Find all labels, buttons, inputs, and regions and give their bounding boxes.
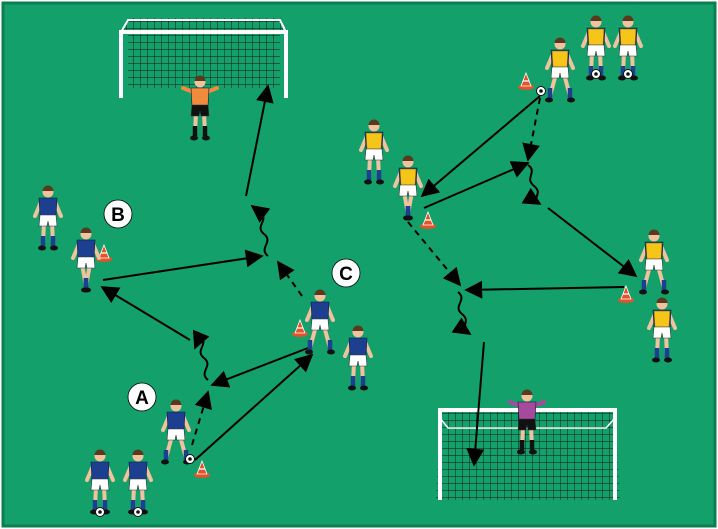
dribble-lines [192, 164, 542, 381]
run-arrow [191, 390, 212, 446]
ball-icon [133, 507, 143, 517]
goal-net-icon [436, 410, 620, 500]
goalkeeper-icon [508, 389, 546, 455]
player-icon [71, 227, 101, 293]
dribble-arrow [521, 164, 542, 205]
player-icon [305, 289, 335, 355]
ball-icon [185, 454, 195, 464]
player-icon [639, 229, 669, 295]
player-icon [123, 449, 153, 515]
goalkeeper-icon [181, 75, 219, 141]
marker-b: B [103, 199, 133, 229]
player-icon [359, 119, 389, 185]
players [33, 15, 677, 517]
pass-arrow [420, 95, 541, 198]
marker-c: C [331, 258, 361, 288]
pass-arrow [102, 249, 264, 281]
pass-arrow [210, 347, 309, 388]
player-icon [581, 15, 611, 81]
dribble-arrow [250, 204, 271, 257]
player-icon [85, 449, 115, 515]
player-icon [613, 15, 643, 81]
pass-arrow [466, 341, 485, 467]
ball-icon [591, 69, 601, 79]
player-icon [545, 37, 575, 103]
dribble-arrow [451, 291, 472, 335]
goal-icon [119, 30, 288, 98]
top-goal [119, 18, 288, 98]
dribble-arrow [192, 329, 210, 381]
pass-arrow [100, 286, 191, 341]
marker-c-label: C [339, 264, 353, 285]
pass-arrow [194, 353, 314, 461]
cone-icon [420, 210, 436, 229]
cone-icon [518, 71, 534, 90]
pass-arrow [245, 84, 274, 197]
cone-icon [194, 459, 210, 478]
pass-arrow [464, 280, 625, 299]
ball-icon [536, 86, 546, 96]
marker-a-label: A [135, 388, 149, 409]
cone-icon [292, 318, 308, 337]
run-arrow [276, 260, 303, 297]
run-arrow [407, 221, 462, 287]
run-lines [191, 97, 541, 446]
goal-net-icon [128, 18, 280, 88]
pass-lines [100, 84, 638, 467]
player-icon [393, 155, 423, 221]
player-icon [33, 185, 63, 251]
pass-arrow [423, 161, 530, 209]
player-icon [647, 297, 677, 363]
ball-icon [95, 507, 105, 517]
ball-icon [623, 69, 633, 79]
marker-b-label: B [111, 205, 125, 226]
cone-icon [618, 284, 634, 303]
cones [96, 71, 634, 478]
marker-a: A [127, 382, 157, 412]
pass-arrow [547, 207, 638, 278]
player-icon [343, 325, 373, 391]
